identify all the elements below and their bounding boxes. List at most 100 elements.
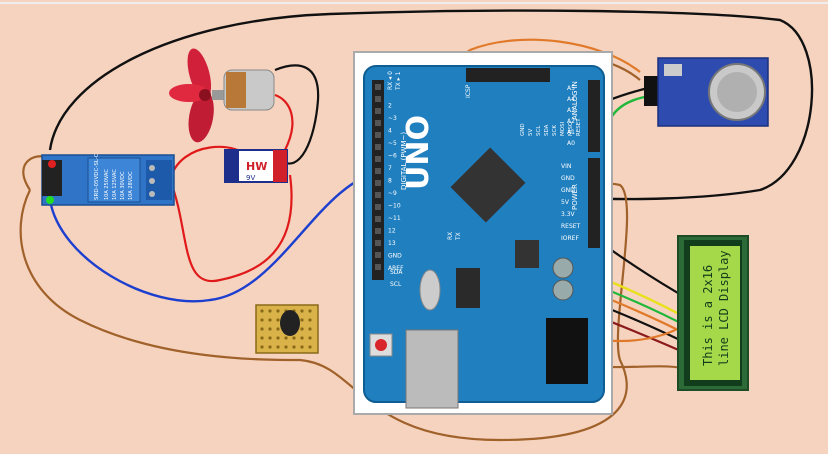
top-header-label: GND (520, 123, 526, 136)
gas-sensor-module (644, 57, 769, 127)
relay-spec-line: 10A 125VAC (112, 169, 118, 200)
pin-label: 2 (388, 103, 392, 110)
header-pin (375, 168, 381, 174)
pcb-hole (276, 327, 280, 331)
power-pin-label: RESET (561, 223, 581, 230)
analog-header (588, 80, 600, 152)
pcb-hole (308, 327, 312, 331)
header-pin (375, 264, 381, 270)
relay-spec-line: 10A 30VDC (120, 171, 126, 200)
icsp-label: ICSP (465, 84, 472, 98)
header-pin (375, 132, 381, 138)
pin-label: GND (388, 253, 402, 260)
pcb-hole (300, 345, 304, 349)
analog-pin-label: A0 (567, 140, 575, 147)
regulator-chip (456, 268, 480, 308)
top-header-label: RESET (576, 118, 582, 136)
pin-label: 13 (388, 240, 396, 247)
arduino-logo: UNO (401, 115, 436, 190)
pcb-hole (292, 345, 296, 349)
pin-label: AREF (388, 265, 404, 272)
pcb-hole (268, 327, 272, 331)
power-header (588, 158, 600, 248)
power-pin-label: GND (561, 187, 575, 194)
analog-pin-label: A4 (567, 96, 575, 103)
top-header-label: MOSI (560, 121, 566, 136)
pcb-hole (284, 345, 288, 349)
tx-pin-label: TX ▸ 1 (395, 71, 402, 91)
pin-label: ~5 (388, 140, 397, 147)
pcb-hole (300, 327, 304, 331)
pcb-hole (300, 318, 304, 322)
power-label: POWER (571, 184, 579, 210)
wire-blue (48, 170, 383, 303)
pcb-hole (308, 309, 312, 313)
battery-9v: HW 9V (224, 149, 288, 183)
header-pin (375, 240, 381, 246)
relay-spec-line: 10A 250VAC (104, 169, 110, 200)
analog-pin-label: A2 (567, 118, 575, 125)
pcb-hole (308, 345, 312, 349)
reset-button (375, 339, 387, 351)
pcb-hole (268, 345, 272, 349)
header-pin (375, 228, 381, 234)
pin-label: ~10 (388, 203, 401, 210)
relay-model: SRD-05VDC-SL-C (94, 153, 100, 200)
analog-pin-label: A1 (567, 129, 575, 136)
battery-brand: HW (246, 160, 267, 173)
pcb-hole (292, 336, 296, 340)
top-header-label: 5V (528, 129, 534, 136)
header-pin (375, 204, 381, 210)
arduino-uno-board: UNO DIGITAL (PWM~) ICSP ANALOG IN POWER … (353, 51, 613, 415)
header-pin (375, 108, 381, 114)
tx-led-label: TX (455, 232, 462, 241)
pcb-hole (260, 345, 264, 349)
analog-pin-label: A5 (567, 85, 575, 92)
wire-black-motor (274, 64, 320, 165)
rx-led-label: RX (447, 232, 454, 240)
pin-label: ~11 (388, 215, 401, 222)
wire-red-2 (168, 174, 293, 283)
pcb-hole (276, 345, 280, 349)
relay-led-red (48, 160, 56, 168)
lcd-screen (690, 246, 740, 380)
pin-label: 8 (388, 178, 392, 185)
power-pin-label: VIN (561, 163, 571, 170)
fan-blades (169, 48, 214, 143)
pin-label: 4 (388, 128, 392, 135)
pcb-hole (276, 318, 280, 322)
pcb-hole (260, 318, 264, 322)
sensor-pcb (255, 304, 319, 354)
dc-jack (546, 318, 588, 384)
wire-brown-outer (19, 182, 629, 442)
wire-black-outer (48, 9, 814, 201)
top-header-label: MISO (568, 121, 574, 136)
battery-voltage: 9V (246, 174, 255, 182)
dc-motor-fan (169, 48, 275, 143)
pcb-hole (268, 336, 272, 340)
pcb-hole (260, 309, 264, 313)
crystal (419, 269, 441, 311)
pcb-hole (276, 309, 280, 313)
top-header-label: SDA (544, 124, 550, 136)
pcb-hole (276, 336, 280, 340)
relay-spec-line: 10A 28VDC (128, 171, 134, 200)
pcb-hole (268, 309, 272, 313)
pin-label: ~9 (388, 190, 397, 197)
sensor-element (280, 310, 300, 336)
pcb-hole (300, 309, 304, 313)
relay-led-green (46, 196, 54, 204)
header-pin (375, 252, 381, 258)
lcd-line-2: line LCD Display (717, 250, 731, 366)
header-pin (375, 180, 381, 186)
usb-port (405, 329, 459, 409)
top-header-label: SCK (552, 125, 558, 136)
pcb-hole (300, 336, 304, 340)
analog-pin-label: A3 (567, 107, 575, 114)
header-pin (375, 216, 381, 222)
pcb-hole (284, 336, 288, 340)
digital-label: DIGITAL (PWM~) (400, 132, 408, 190)
header-pin (375, 120, 381, 126)
header-pin (375, 156, 381, 162)
